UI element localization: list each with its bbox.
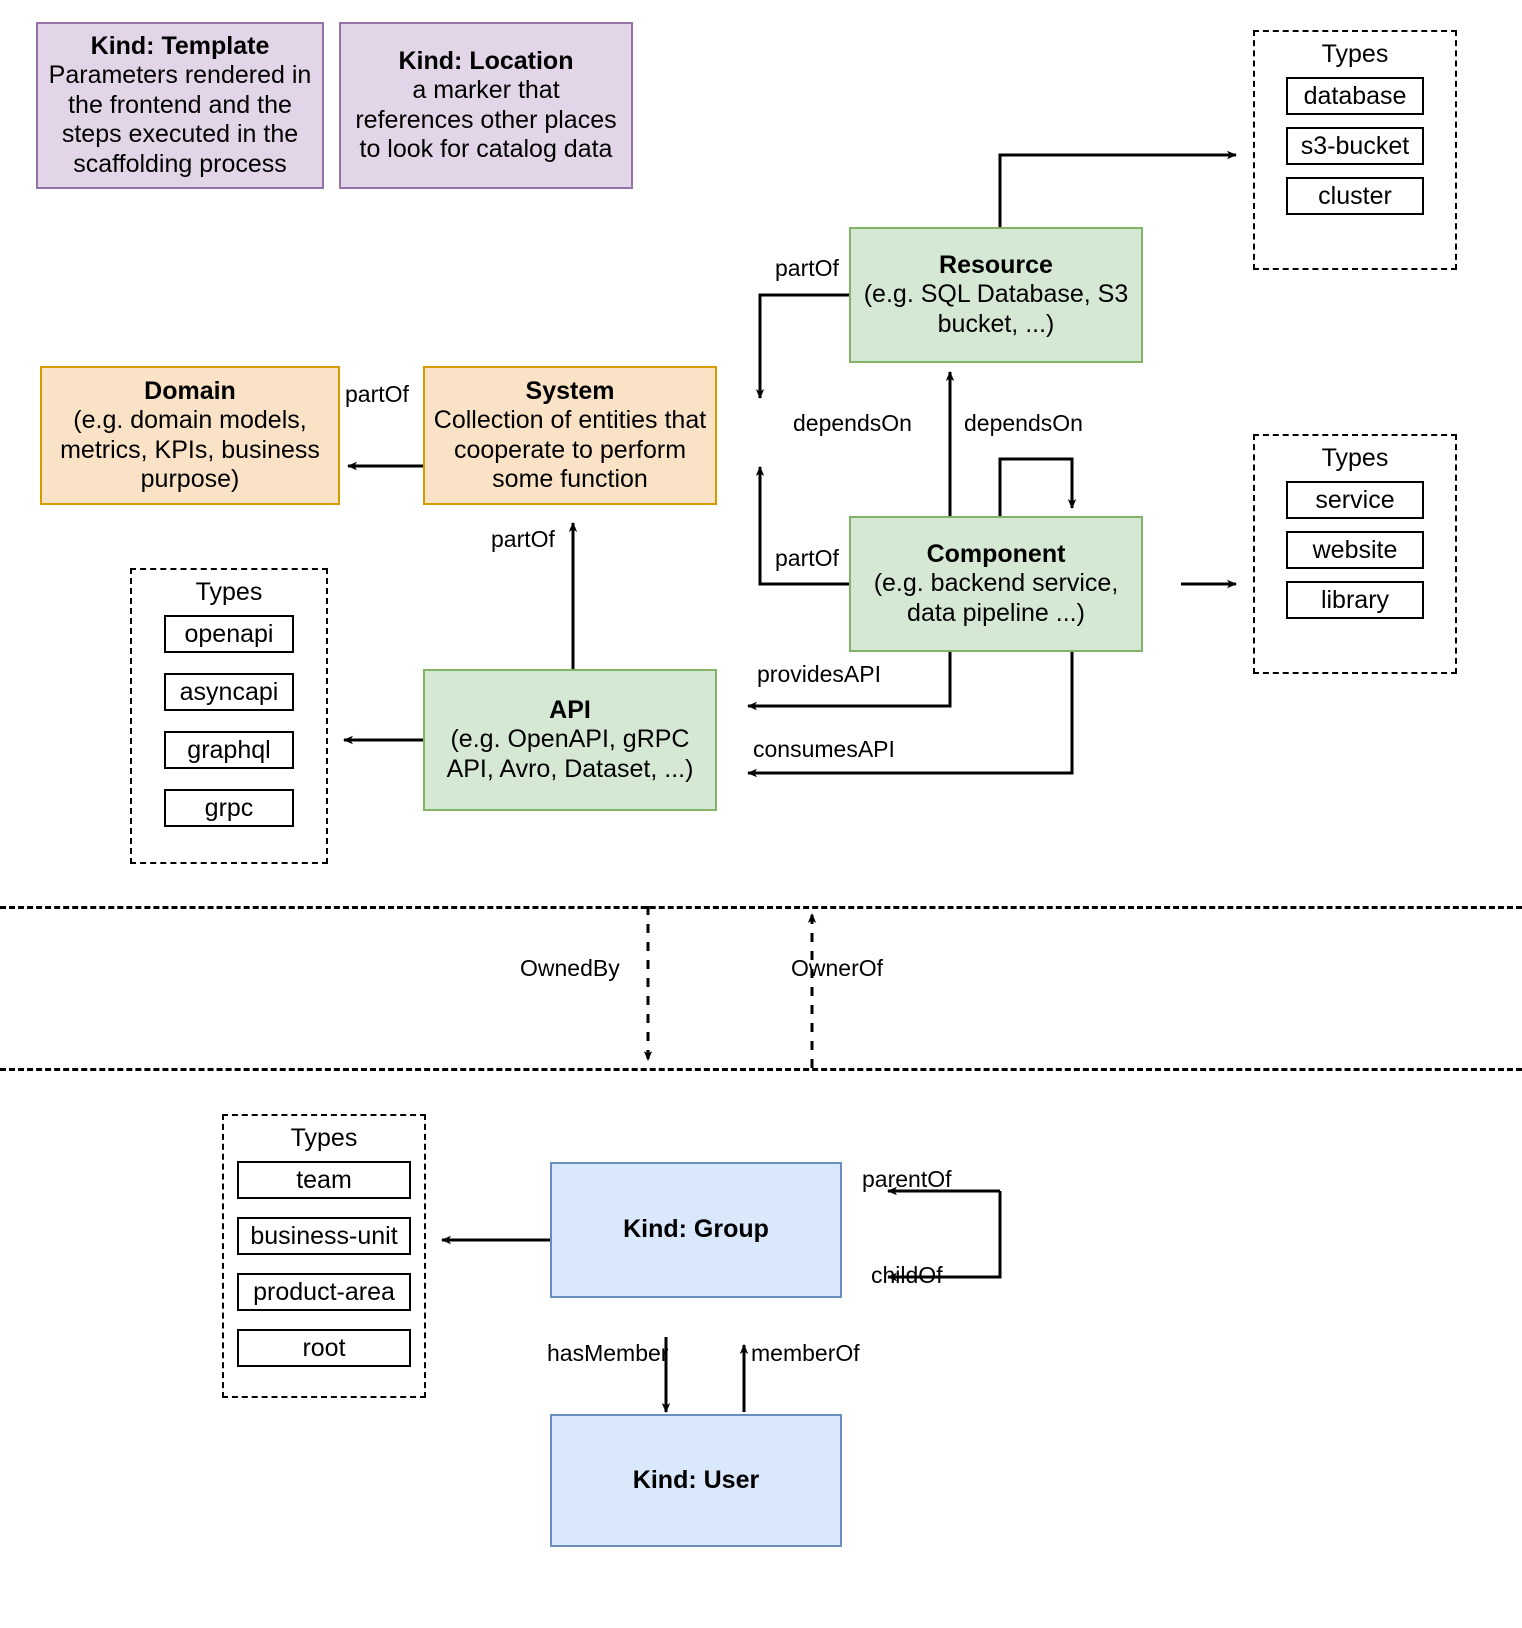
node-kind-location[interactable]: Kind: Location a marker that references … [339,22,633,189]
node-subtitle: Collection of entities that cooperate to… [433,406,707,493]
node-title: Kind: Location [398,46,574,75]
node-kind-group[interactable]: Kind: Group [550,1162,842,1298]
type-chip-root[interactable]: root [237,1329,411,1367]
node-subtitle: (e.g. SQL Database, S3 bucket, ...) [863,280,1129,338]
edge-label-user-memberof: memberOf [751,1340,860,1366]
types-heading: Types [290,1124,358,1152]
edge-label-group-parentof: parentOf [862,1166,952,1192]
type-chip-cluster[interactable]: cluster [1286,177,1424,215]
node-kind-user[interactable]: Kind: User [550,1414,842,1547]
types-heading: Types [1321,444,1389,472]
type-chip-grpc[interactable]: grpc [164,789,294,827]
edge-label-component-providesapi: providesAPI [757,661,882,687]
edge-label-system-partof-domain: partOf [345,381,409,407]
edge-label-ownerof: OwnerOf [791,955,884,981]
divider-upper [0,906,1522,909]
types-heading: Types [195,578,263,606]
divider-lower [0,1068,1522,1071]
type-chip-website[interactable]: website [1286,531,1424,569]
node-title: Kind: Template [90,31,270,60]
node-title: Kind: Group [623,1215,769,1244]
node-subtitle: (e.g. backend service, data pipeline ...… [873,569,1119,627]
types-group-component: Types service website library [1253,434,1457,674]
node-subtitle: Parameters rendered in the frontend and … [48,61,312,178]
edge-label-group-childof: childOf [871,1262,943,1288]
node-title: API [549,695,591,724]
types-group-group: Types team business-unit product-area ro… [222,1114,426,1398]
edge-label-ownedby: OwnedBy [520,955,620,981]
node-title: Kind: User [632,1465,760,1494]
type-chip-asyncapi[interactable]: asyncapi [164,673,294,711]
node-subtitle: a marker that references other places to… [355,76,617,163]
type-chip-service[interactable]: service [1286,481,1424,519]
node-kind-template[interactable]: Kind: Template Parameters rendered in th… [36,22,324,189]
type-chip-graphql[interactable]: graphql [164,731,294,769]
type-chip-business-unit[interactable]: business-unit [237,1217,411,1255]
type-chip-database[interactable]: database [1286,77,1424,115]
edge-label-component-dependson-component: dependsOn [964,410,1083,436]
node-system[interactable]: System Collection of entities that coope… [423,366,717,505]
edge-label-component-partof-system: partOf [775,545,839,571]
type-chip-openapi[interactable]: openapi [164,615,294,653]
edge-label-group-hasmember: hasMember [547,1340,669,1366]
edge-component-dependson-component [998,457,1077,516]
node-title: Resource [939,250,1053,279]
types-heading: Types [1321,40,1389,68]
edge-resource-types [998,150,1237,227]
node-subtitle: (e.g. domain models, metrics, KPIs, busi… [60,406,320,493]
type-chip-product-area[interactable]: product-area [237,1273,411,1311]
node-component[interactable]: Component (e.g. backend service, data pi… [849,516,1143,652]
edge-label-resource-partof-system: partOf [775,255,839,281]
types-group-api: Types openapi asyncapi graphql grpc [130,568,328,864]
node-title: System [525,376,615,405]
types-group-resource: Types database s3-bucket cluster [1253,30,1457,270]
type-chip-s3-bucket[interactable]: s3-bucket [1286,127,1424,165]
edge-label-api-partof-system: partOf [491,526,555,552]
node-subtitle: (e.g. OpenAPI, gRPC API, Avro, Dataset, … [446,725,694,783]
node-title: Component [926,539,1066,568]
node-resource[interactable]: Resource (e.g. SQL Database, S3 bucket, … [849,227,1143,363]
type-chip-team[interactable]: team [237,1161,411,1199]
edge-label-component-consumesapi: consumesAPI [753,736,895,762]
edge-label-component-dependson-resource: dependsOn [793,410,912,436]
node-title: Domain [144,376,236,405]
node-api[interactable]: API (e.g. OpenAPI, gRPC API, Avro, Datas… [423,669,717,811]
node-domain[interactable]: Domain (e.g. domain models, metrics, KPI… [40,366,340,505]
type-chip-library[interactable]: library [1286,581,1424,619]
